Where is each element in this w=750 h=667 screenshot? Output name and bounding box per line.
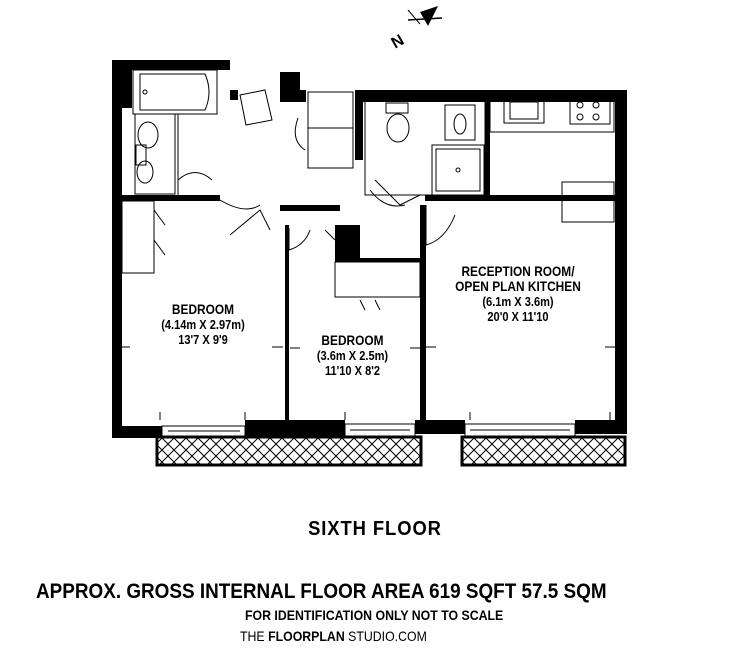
balcony-doors [161, 423, 576, 437]
bedroom-1-label: BEDROOM (4.14m X 2.97m) 13'7 X 9'9 [131, 301, 276, 348]
shower-room [364, 99, 486, 207]
balcony-right [460, 435, 627, 467]
bath-icon [132, 69, 218, 115]
studio-brand: FLOORPLAN [268, 628, 345, 644]
hallway-cupboards [219, 89, 354, 236]
bedroom-2-imperial: 11'10 X 8'2 [324, 363, 381, 378]
reception-name-line2: OPEN PLAN KITCHEN [455, 278, 581, 294]
toilet-icon [134, 113, 176, 195]
bedroom-1-metric: (4.14m X 2.97m) [161, 317, 245, 332]
north-letter: N [389, 32, 408, 53]
bedroom-2-metric: (3.6m X 2.5m) [316, 348, 389, 363]
reception-imperial: 20'0 X 11'10 [487, 309, 549, 324]
reception-label: RECEPTION ROOM/ OPEN PLAN KITCHEN (6.1m … [433, 263, 603, 325]
reception-name-line1: RECEPTION ROOM/ [461, 263, 575, 279]
bedroom-1-name: BEDROOM [171, 301, 235, 317]
balcony-left [155, 435, 423, 467]
disclaimer-text: FOR IDENTIFICATION ONLY NOT TO SCALE [245, 607, 504, 623]
bedroom-1-imperial: 13'7 X 9'9 [178, 332, 228, 347]
gross-area-text: APPROX. GROSS INTERNAL FLOOR AREA 619 SQ… [36, 580, 607, 603]
floor-title: SIXTH FLOOR [308, 518, 442, 540]
north-arrow-icon: N [389, 6, 443, 53]
bedroom-2-label: BEDROOM (3.6m X 2.5m) 11'10 X 8'2 [295, 332, 410, 379]
bedroom-2-name: BEDROOM [321, 332, 384, 348]
bedroom-2-fixtures [288, 228, 421, 420]
walls [112, 60, 627, 438]
reception-fixtures [426, 346, 615, 420]
studio-credit: THE FLOORPLAN STUDIO.COM [240, 628, 427, 644]
kitchen-units [425, 97, 615, 246]
studio-suffix: STUDIO.COM [344, 628, 427, 644]
studio-prefix: THE [240, 628, 269, 644]
bedroom-1-fixtures [121, 200, 283, 420]
reception-metric: (6.1m X 3.6m) [482, 294, 554, 309]
